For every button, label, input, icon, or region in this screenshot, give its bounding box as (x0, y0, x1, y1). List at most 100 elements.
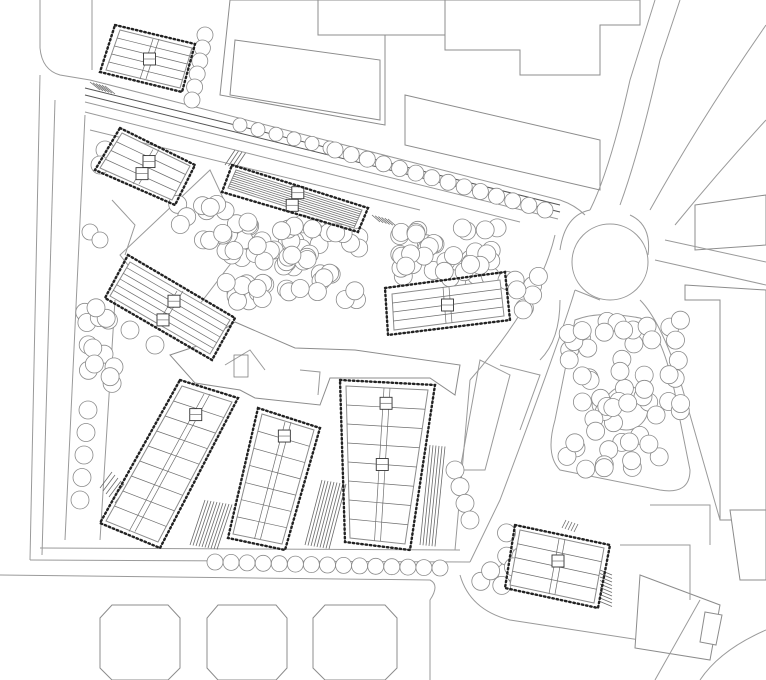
tree (481, 561, 501, 581)
tree (238, 212, 258, 232)
tree (572, 366, 592, 386)
tree (326, 223, 346, 243)
tree (594, 322, 614, 342)
ramp-step (567, 521, 573, 531)
building-floor-plan (109, 261, 231, 355)
tree (250, 122, 266, 138)
tree (222, 554, 240, 571)
tree (345, 281, 365, 301)
ramp-step (387, 218, 397, 227)
tree (594, 458, 614, 478)
ramp-step (101, 84, 113, 94)
building-floor-plan (227, 169, 363, 229)
tree (572, 321, 592, 341)
central-podium (169, 321, 461, 406)
tree (145, 335, 165, 355)
ramp-step (102, 474, 116, 492)
tree (83, 338, 103, 358)
building-floor-plan (99, 132, 191, 201)
outline-southeast-building (503, 523, 612, 610)
ramp-step (213, 503, 230, 550)
ramp-step (207, 502, 224, 549)
building-floor-plan (509, 529, 605, 604)
tree (170, 215, 190, 234)
tree (100, 367, 120, 387)
ramp-step (198, 501, 215, 547)
project-outlines (93, 23, 612, 610)
tree (70, 490, 90, 510)
tree (671, 310, 690, 330)
tree (86, 298, 106, 318)
tree (72, 468, 92, 487)
bottom-right-building (634, 574, 721, 661)
tree (445, 460, 465, 480)
bottom-block-3 (312, 604, 398, 680)
tree (559, 350, 579, 370)
ramp-step (316, 481, 335, 548)
ramp-step (381, 217, 390, 225)
building-floor-plan (232, 413, 315, 545)
tree (452, 218, 472, 238)
ramp-step (599, 576, 613, 583)
tree (529, 266, 548, 286)
ramp-step (564, 520, 570, 530)
top-building-4 (404, 94, 601, 191)
tree (254, 251, 274, 271)
tree (399, 558, 417, 576)
tree (520, 196, 538, 214)
ramp-step (89, 81, 101, 91)
ramp-step (422, 445, 434, 546)
tree (85, 354, 104, 374)
ramp-step (425, 445, 437, 546)
tree (523, 285, 542, 305)
tree (450, 477, 470, 497)
ramp-step (384, 217, 394, 226)
ramp-step (313, 481, 332, 547)
tree (282, 245, 302, 265)
ramp-step (310, 480, 329, 547)
building-floor-plan (345, 385, 429, 545)
tree (78, 400, 98, 420)
tree (272, 221, 291, 241)
tree (304, 135, 320, 151)
right-building-1 (694, 194, 766, 251)
tree (396, 256, 416, 276)
trees (70, 26, 690, 595)
ramp-step (378, 216, 387, 224)
ramp-step (319, 482, 338, 548)
tree (254, 554, 272, 572)
tree (622, 451, 641, 471)
ramp-step (201, 501, 218, 548)
tree (618, 393, 638, 413)
bottom-right-annex (699, 611, 723, 646)
outline-north-pavilion (98, 23, 197, 94)
tree (620, 432, 639, 452)
tree (232, 117, 248, 133)
tree (326, 141, 344, 159)
right-building-3 (729, 509, 766, 581)
ramp-step (216, 504, 233, 550)
tree (120, 320, 140, 340)
tree (646, 405, 666, 425)
ramp-step (195, 500, 212, 547)
tree (497, 523, 516, 543)
tree (565, 433, 585, 453)
bottom-block-1 (99, 604, 181, 680)
ramp-step (570, 522, 576, 532)
tree (461, 254, 480, 274)
ramp-step (189, 499, 206, 546)
tree (238, 554, 256, 572)
ramp-hatches (89, 81, 613, 607)
tree (649, 447, 669, 467)
tree (302, 556, 320, 573)
ramp-step (95, 83, 107, 92)
building-floor-plan (105, 385, 233, 543)
ramp-step (419, 444, 431, 546)
ramp-step (573, 523, 579, 533)
tree (576, 459, 596, 479)
tree (536, 201, 554, 219)
tree (504, 192, 522, 210)
tree (224, 241, 244, 260)
tree (455, 178, 473, 196)
building-floor-plan (391, 279, 505, 331)
